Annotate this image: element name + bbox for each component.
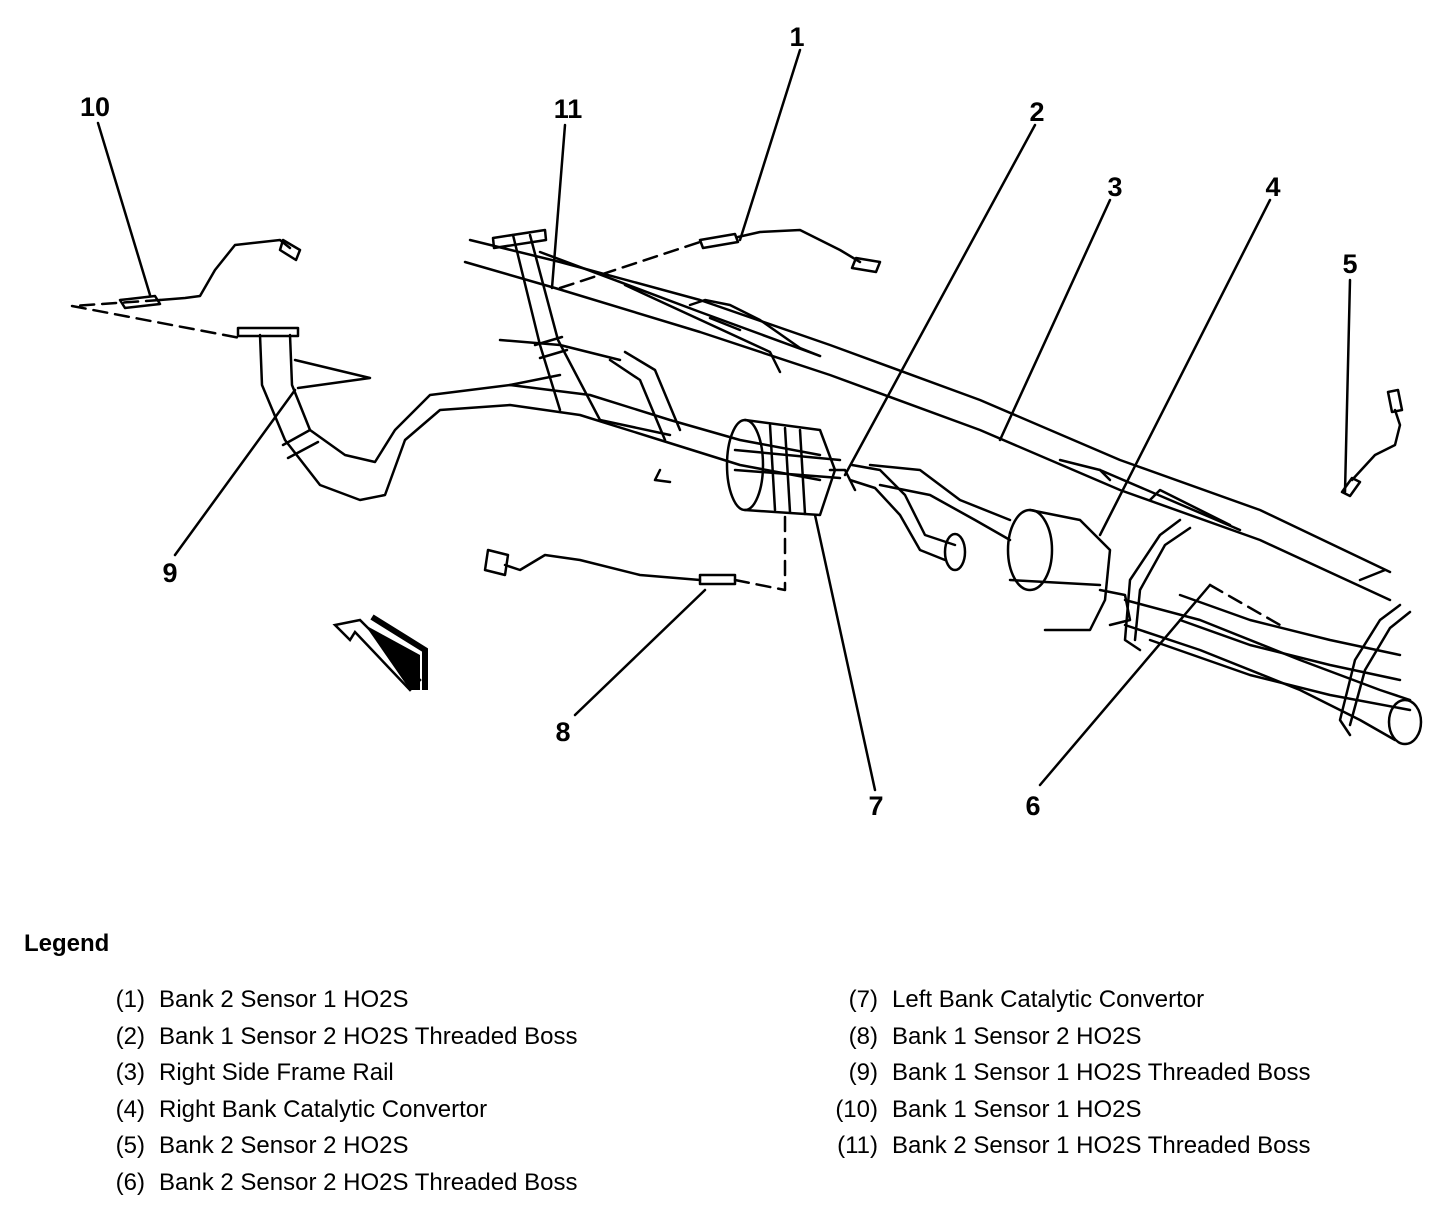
legend-item-number: (8) [848, 1022, 878, 1050]
legend-item-number: (4) [115, 1095, 145, 1123]
legend-item-number: (2) [115, 1022, 145, 1050]
legend-item: (7) Left Bank Catalytic Convertor [820, 982, 1310, 1019]
legend-item-number: (11) [837, 1132, 878, 1159]
legend-item: (9) Bank 1 Sensor 1 HO2S Threaded Boss [820, 1055, 1311, 1092]
legend-item: (1) Bank 2 Sensor 1 HO2S [88, 982, 577, 1019]
left-bank-catalytic-convertor [725, 418, 967, 572]
legend-item-text: Bank 2 Sensor 2 HO2S [159, 1132, 409, 1159]
legend-item-text: Bank 1 Sensor 1 HO2S Threaded Boss [892, 1059, 1311, 1086]
right-bank-catalytic-convertor [868, 463, 1423, 746]
legend-item-number: (5) [115, 1132, 145, 1159]
legend-item-number: (1) [115, 986, 145, 1013]
legend-item-number: (7) [848, 986, 878, 1013]
callout-7: 7 [868, 791, 883, 821]
legend-item-number: (3) [115, 1059, 145, 1086]
legend-item-text: Left Bank Catalytic Convertor [892, 986, 1205, 1013]
legend-item: (2) Bank 1 Sensor 2 HO2S Threaded Boss [88, 1019, 578, 1056]
legend-item: (11) Bank 2 Sensor 1 HO2S Threaded Boss [820, 1128, 1310, 1165]
legend-item: (5) Bank 2 Sensor 2 HO2S [88, 1128, 577, 1165]
exhaust-diagram: 1 2 3 4 5 6 7 8 9 10 11 [70, 22, 1423, 821]
legend-item-text: Right Bank Catalytic Convertor [159, 1095, 488, 1123]
callout-2: 2 [1029, 97, 1044, 127]
legend-item-text: Right Side Frame Rail [159, 1059, 394, 1086]
legend-item-number: (9) [848, 1059, 878, 1086]
legend-item-text: Bank 1 Sensor 2 HO2S Threaded Boss [159, 1022, 578, 1050]
callout-8: 8 [555, 717, 570, 747]
legend-item-number: (10) [835, 1095, 878, 1123]
callout-6: 6 [1025, 791, 1040, 821]
legend-item-text: Bank 2 Sensor 1 HO2S [159, 986, 409, 1013]
legend-item: (8) Bank 1 Sensor 2 HO2S [820, 1019, 1310, 1056]
callout-9: 9 [162, 558, 177, 588]
sensor-10-icon [118, 238, 302, 310]
legend-item: (6) Bank 2 Sensor 2 HO2S Threaded Boss [88, 1165, 578, 1202]
legend-column-left: (1) Bank 2 Sensor 1 HO2S (2) Bank 1 Sensor… [88, 982, 578, 1202]
legend-item-text: Bank 2 Sensor 2 HO2S Threaded Boss [159, 1168, 578, 1196]
legend-item-text: Bank 1 Sensor 1 HO2S [892, 1095, 1142, 1123]
legend-item: (4) Right Bank Catalytic Convertor [88, 1092, 577, 1129]
callout-1: 1 [789, 22, 804, 52]
exhaust-pipe [236, 228, 822, 502]
legend-item: (3) Right Side Frame Rail [88, 1055, 577, 1092]
callout-5: 5 [1342, 249, 1357, 279]
sensor-1-icon [698, 228, 882, 274]
right-side-frame-rail [463, 238, 1412, 712]
legend-item-text: Bank 1 Sensor 2 HO2S [892, 1022, 1142, 1050]
sensor-8-icon [483, 548, 737, 586]
sensor-5-icon [1340, 388, 1404, 498]
legend-item: (10) Bank 1 Sensor 1 HO2S [820, 1092, 1310, 1129]
legend-item-text: Bank 2 Sensor 1 HO2S Threaded Boss [892, 1132, 1311, 1159]
legend-column-right: (7) Left Bank Catalytic Convertor (8) Bank… [820, 982, 1310, 1165]
forward-direction-arrow-icon [332, 614, 428, 692]
legend-item-number: (6) [115, 1168, 145, 1196]
legend-title: Legend [24, 930, 110, 957]
callout-11: 11 [554, 94, 583, 124]
callout-3: 3 [1107, 172, 1122, 202]
callout-10: 10 [80, 92, 110, 122]
callout-4: 4 [1265, 172, 1280, 202]
